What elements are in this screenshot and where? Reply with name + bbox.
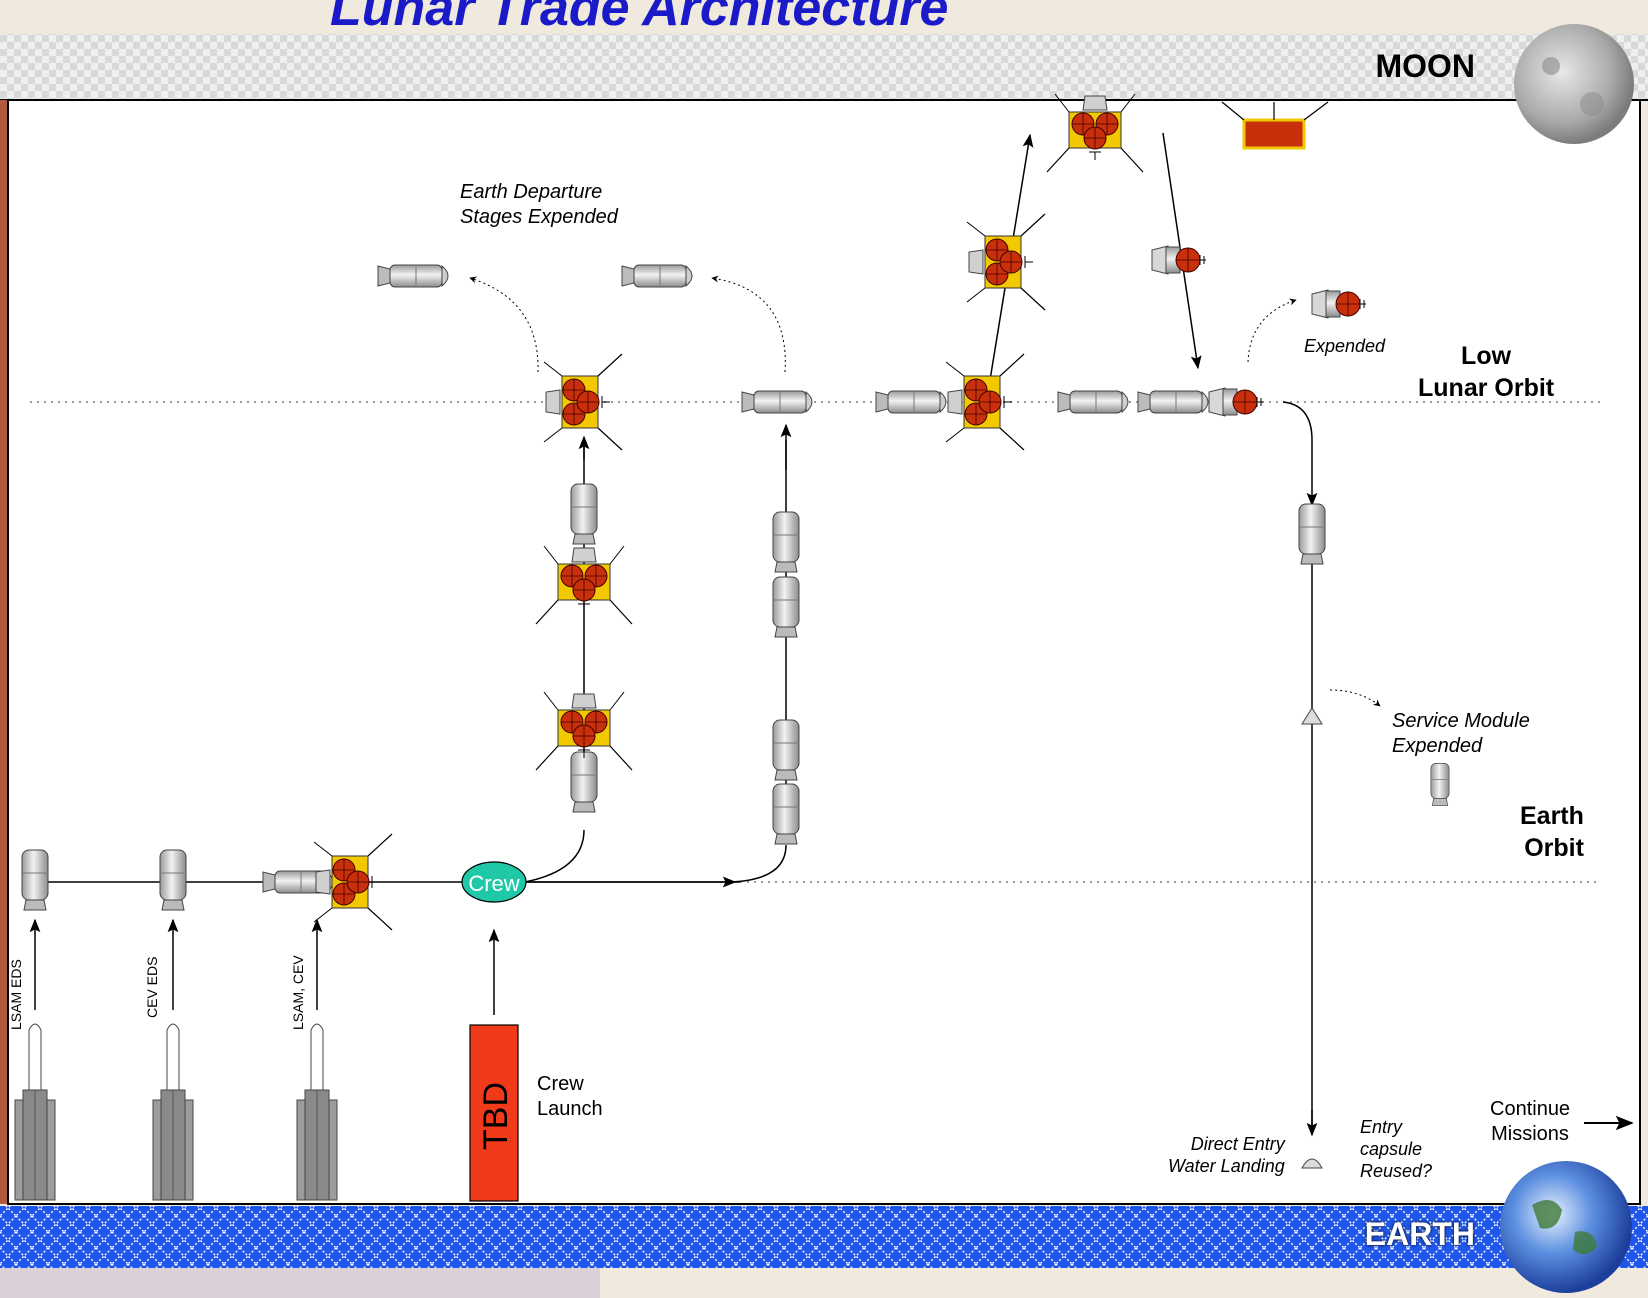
eds-tank-lower: [571, 752, 597, 812]
page-title: Lunar Trade Architecture: [330, 0, 948, 38]
earth-label: EARTH: [1365, 1218, 1475, 1250]
sm-expended-note: Service Module Expended: [1392, 709, 1530, 759]
low-lunar-orbit-label: Low Lunar Orbit: [1418, 340, 1554, 404]
eds-lunar-orbit-2: [876, 391, 946, 413]
expended-note: Expended: [1304, 334, 1385, 359]
crew-launch-note: Crew Launch: [537, 1072, 603, 1122]
eds-expended-2: [622, 265, 692, 287]
eds-expended-note: Earth Departure Stages Expended: [460, 180, 618, 230]
cev-tank-1: [773, 512, 799, 572]
tbd-label: TBD: [477, 1082, 515, 1150]
launch-label-lsam-eds: LSAM EDS: [8, 959, 24, 1030]
eds-tank-upper: [571, 484, 597, 544]
earth-image: [1500, 1161, 1632, 1293]
direct-entry-note: Direct Entry Water Landing: [1168, 1133, 1285, 1177]
left-strip: [0, 100, 7, 1204]
launch-label-cev-eds: CEV EDS: [144, 957, 160, 1018]
launch-label-lsam-cev: LSAM, CEV: [290, 955, 306, 1030]
capsule-reused-note: Entry capsule Reused?: [1360, 1116, 1432, 1182]
cev-tank-4: [773, 784, 799, 844]
eds-lunar-orbit-4: [1138, 391, 1208, 413]
service-module-expended: [1431, 763, 1449, 805]
cev-tank-3: [773, 720, 799, 780]
cev-tank-2: [773, 577, 799, 637]
eds-in-orbit: [22, 850, 48, 910]
eds-lunar-orbit-3: [1058, 391, 1128, 413]
cev-eds-in-orbit: [160, 850, 186, 910]
crew-node-label: Crew: [468, 871, 519, 896]
cev-return: [1299, 504, 1325, 564]
eds-expended-1: [378, 265, 448, 287]
eds-lunar-orbit-1: [742, 391, 812, 413]
continue-missions-note: Continue Missions: [1490, 1097, 1570, 1147]
moon-label: MOON: [1375, 50, 1475, 82]
earth-orbit-label: Earth Orbit: [1520, 800, 1584, 864]
moon-image: [1514, 24, 1634, 144]
diagram-canvas: [8, 100, 1640, 1204]
